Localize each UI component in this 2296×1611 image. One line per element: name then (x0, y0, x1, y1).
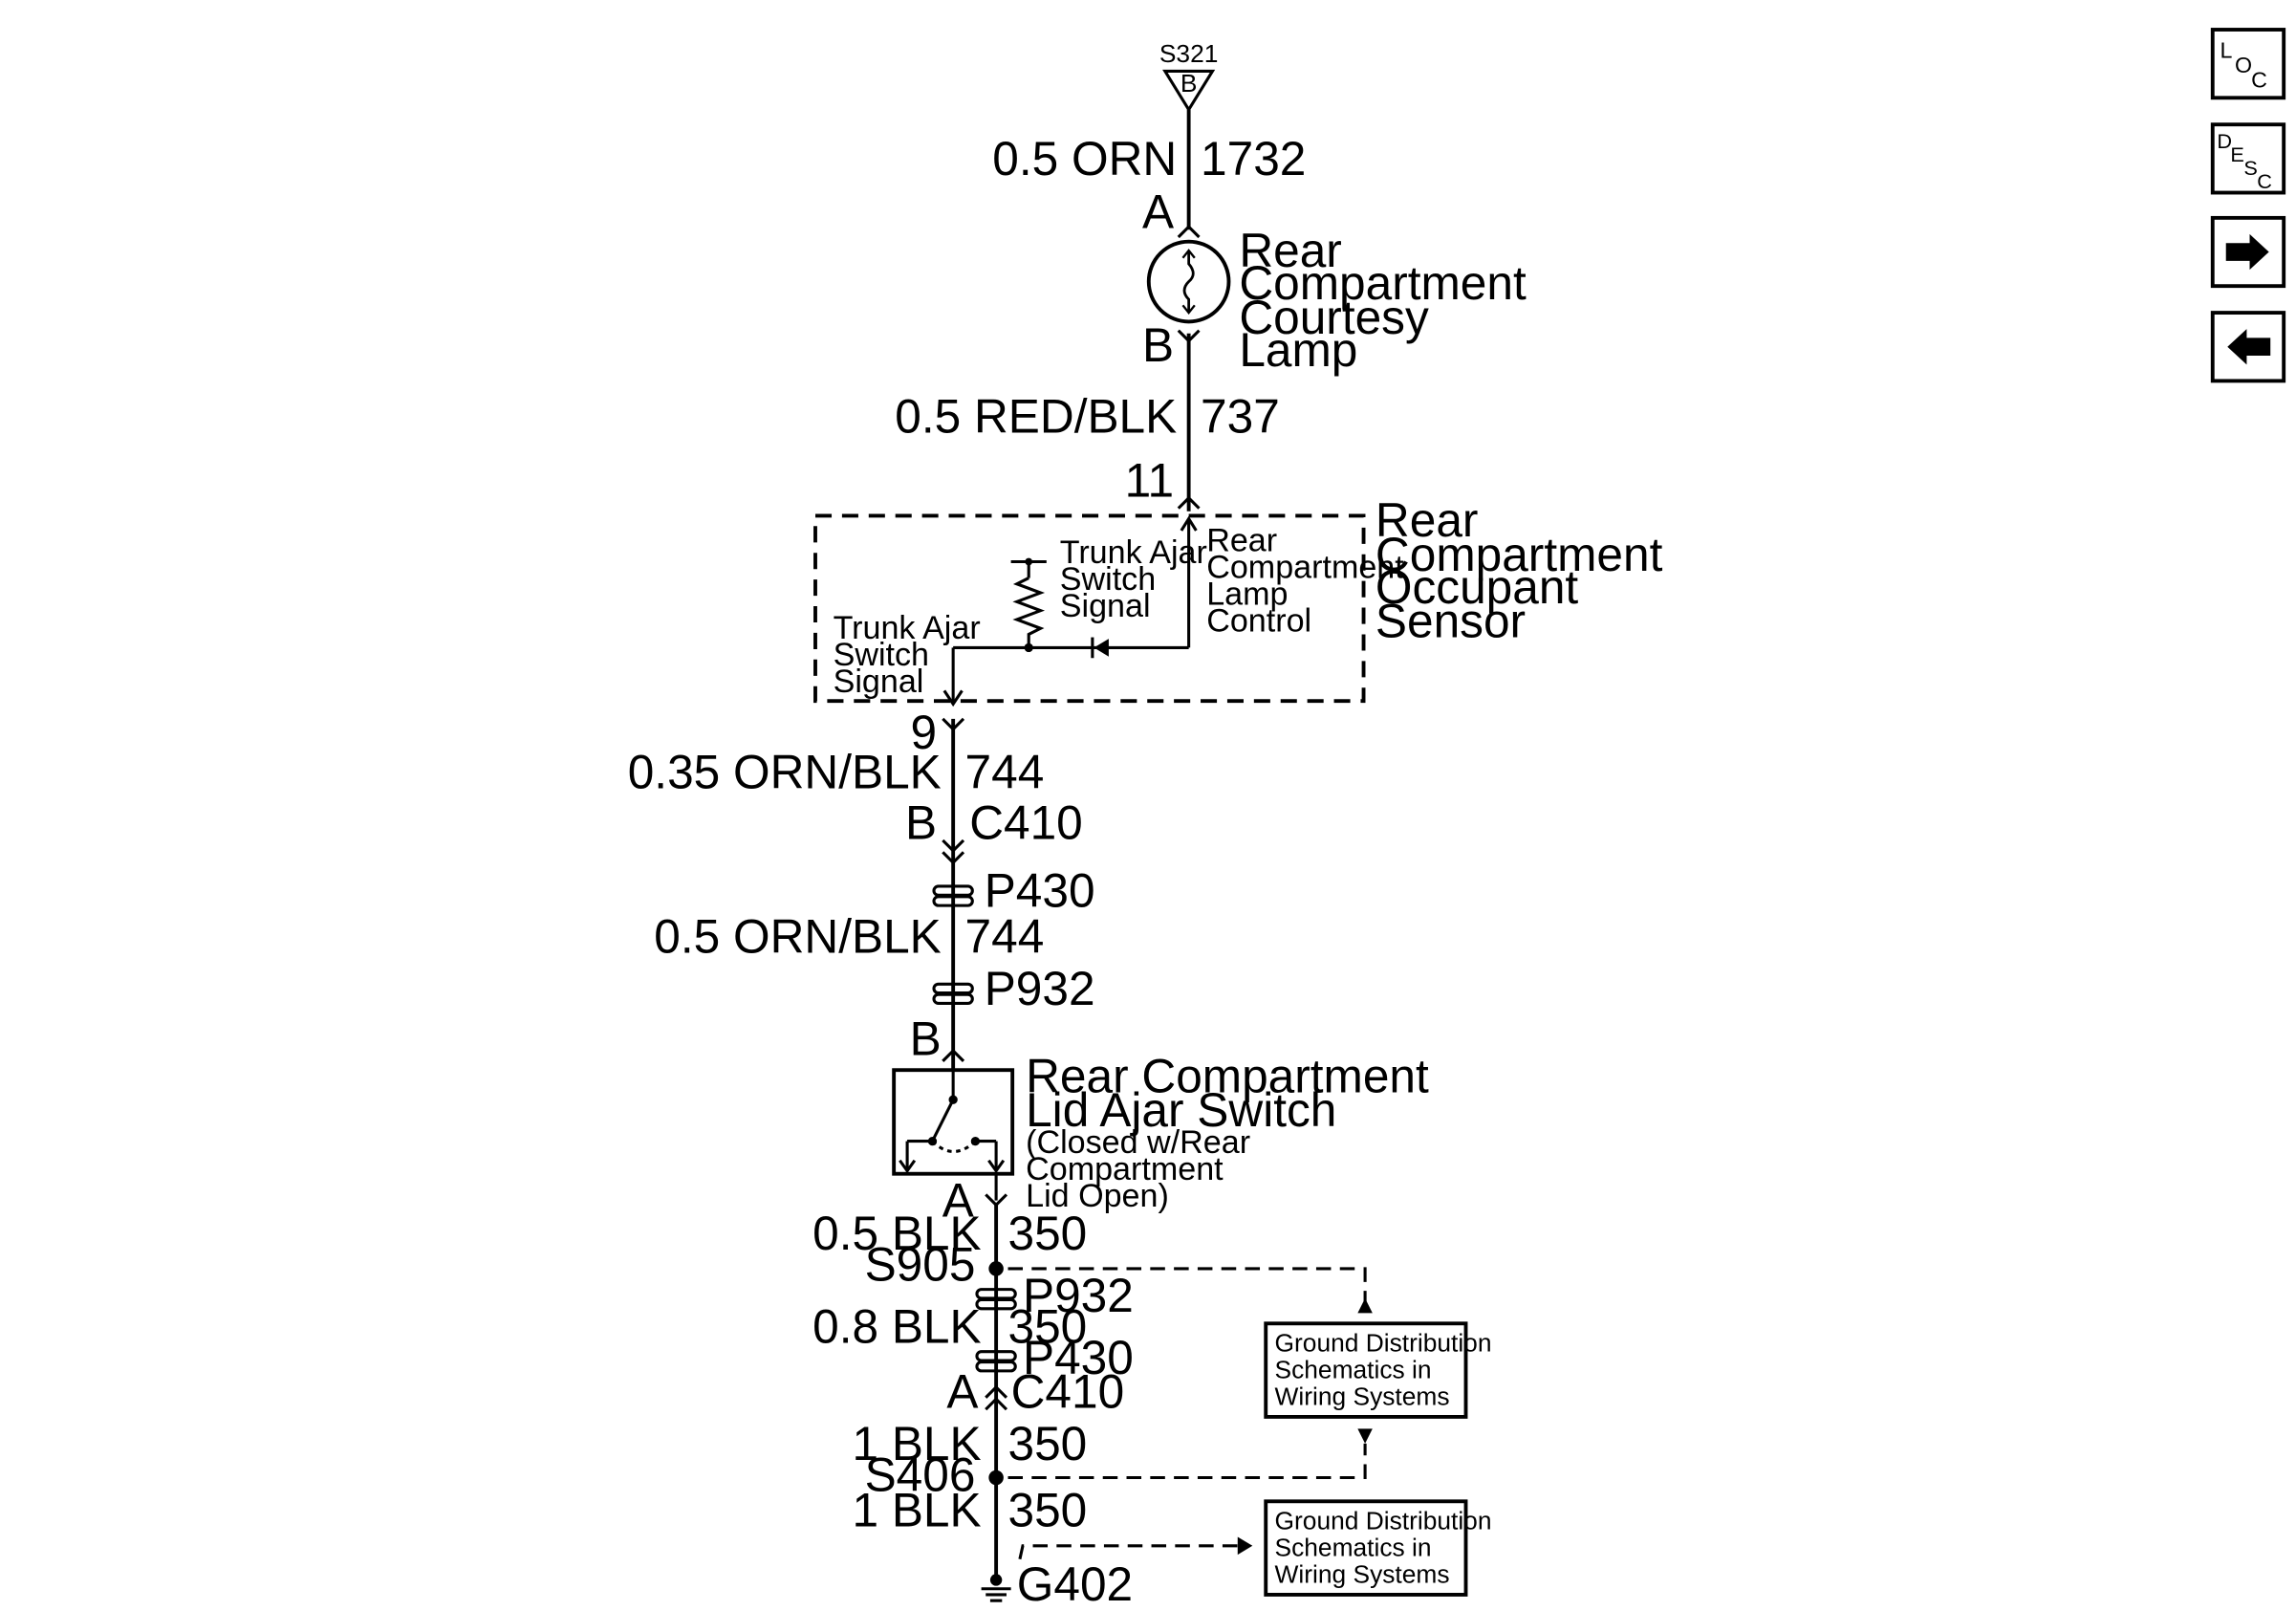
sensor-name-line: Occupant (1375, 560, 1578, 614)
wire-gauge: 0.5 BLK (812, 1207, 981, 1260)
passthrough-id: P430 (985, 864, 1095, 918)
wire-gauge: 0.5 ORN/BLK (654, 910, 941, 964)
lamp-name-line: Courtesy (1239, 291, 1429, 344)
sensor-outline (813, 513, 1366, 704)
wire-circuit: 350 (1008, 1417, 1088, 1470)
connector-id: C410 (969, 795, 1083, 849)
wire-circuit: 744 (965, 746, 1045, 799)
wire-circuit: 350 (1008, 1299, 1088, 1353)
wire-gauge: 0.35 ORN/BLK (628, 746, 942, 799)
splice-s905: S905 (865, 1237, 1373, 1314)
ground-distribution-link-2[interactable]: Ground Distribution Schematics in Wiring… (1264, 1499, 1492, 1597)
passthrough-p932-lower: P932 (975, 1269, 1134, 1322)
ref-box-line: Ground Distribution (1275, 1507, 1492, 1535)
passthrough-id: P932 (1023, 1269, 1134, 1322)
prev-button[interactable] (2210, 311, 2286, 383)
switch-pin-b: B (910, 1012, 942, 1066)
courtesy-lamp: A B Rear Compartment Courtesy Lamp (1142, 185, 1527, 377)
desc-letter: D (2217, 129, 2232, 153)
switch-note-line: Lid Open) (1026, 1178, 1169, 1214)
loc-letter: O (2235, 53, 2252, 77)
lamp-control-label-line: Lamp (1206, 576, 1288, 612)
connector-pin: B (905, 795, 937, 849)
sensor-name-line: Compartment (1375, 528, 1663, 581)
switch-name-line: Rear Compartment (1026, 1049, 1429, 1102)
output-label-line: Trunk Ajar (834, 610, 981, 646)
wire-gauge: 1 BLK (853, 1417, 982, 1470)
ground-g402: G402 (981, 1557, 1133, 1611)
lamp-bulb-icon (1146, 239, 1231, 324)
pullup-label-line: Switch (1060, 561, 1156, 598)
splice-s321: S321 B (1159, 39, 1219, 113)
lamp-name-line: Rear (1239, 224, 1342, 277)
loc-button[interactable]: L O C (2210, 28, 2286, 100)
splice-id: S321 (1159, 39, 1219, 68)
pullup-label-line: Signal (1060, 588, 1151, 624)
wire-circuit: 744 (965, 910, 1045, 964)
loc-letter: L (2220, 37, 2233, 62)
passthrough-p932-upper: P932 (932, 962, 1095, 1015)
output-label-line: Switch (834, 637, 929, 673)
ref-box-line: Schematics in (1275, 1534, 1432, 1562)
desc-button[interactable]: D E S C (2210, 122, 2286, 195)
lamp-pin-a: A (1142, 185, 1174, 239)
lamp-control-label-line: Control (1206, 602, 1311, 639)
lid-ajar-switch: B Rear Compartment Lid Ajar Switch (Clos… (892, 1012, 1429, 1228)
next-button[interactable] (2210, 215, 2286, 289)
output-label-line: Signal (834, 664, 924, 700)
switch-name-line: Lid Ajar Switch (1026, 1083, 1336, 1137)
passthrough-id: P932 (985, 962, 1095, 1015)
switch-pin-a: A (942, 1174, 974, 1228)
ref-box-line: Schematics in (1275, 1356, 1432, 1384)
lamp-name-line: Compartment (1239, 256, 1527, 310)
splice-s406: S406 (865, 1428, 1373, 1501)
passthrough-p430-upper: P430 (932, 864, 1095, 918)
switch-note-line: Compartment (1026, 1151, 1224, 1187)
ref-box-line: Wiring Systems (1275, 1560, 1450, 1589)
loc-letter: C (2251, 67, 2267, 92)
pullup-label-line: Trunk Ajar (1060, 534, 1207, 571)
wire-circuit: 350 (1008, 1207, 1088, 1260)
connector-id: C410 (1011, 1365, 1125, 1419)
lamp-control-label-line: Rear (1206, 523, 1277, 559)
sensor-pin-11: 11 (1125, 453, 1174, 507)
sensor-name-line: Sensor (1375, 595, 1526, 648)
sensor-name-line: Rear (1375, 493, 1479, 547)
connector-pin: A (946, 1365, 978, 1419)
wire-circuit: 737 (1201, 390, 1280, 444)
wire-gauge: 0.8 BLK (812, 1299, 981, 1353)
wire-circuit: 1732 (1201, 132, 1306, 185)
wire-circuit: 350 (1008, 1484, 1088, 1537)
ground-id: G402 (1017, 1557, 1133, 1611)
connector-c410-upper: B C410 (905, 795, 1083, 865)
ref-box-line: Wiring Systems (1275, 1382, 1450, 1411)
passthrough-p430-lower: P430 (975, 1331, 1134, 1384)
switch-note-line: (Closed w/Rear (1026, 1124, 1250, 1161)
lamp-pin-b: B (1142, 318, 1174, 372)
desc-letter: S (2243, 156, 2257, 180)
wire-gauge: 1 BLK (853, 1484, 982, 1537)
ref-box-line: Ground Distribution (1275, 1329, 1492, 1358)
arrow-right-icon (2225, 233, 2269, 271)
desc-letter: C (2257, 169, 2272, 193)
desc-letter: E (2230, 142, 2243, 166)
ground-distribution-link-1[interactable]: Ground Distribution Schematics in Wiring… (1264, 1321, 1492, 1419)
splice-id: S406 (865, 1448, 976, 1501)
passthrough-id: P430 (1023, 1331, 1134, 1384)
sensor-pin-9: 9 (911, 706, 938, 759)
connector-c410-lower: A C410 (946, 1365, 1124, 1419)
occupant-sensor: 11 Trunk Ajar Switch Signal Rear Compart… (813, 453, 1663, 759)
wire-gauge: 0.5 ORN (992, 132, 1177, 185)
lamp-control-label-line: Compartment (1206, 550, 1404, 586)
lamp-name-line: Lamp (1239, 323, 1357, 377)
splice-pin: B (1180, 69, 1198, 98)
splice-id: S905 (865, 1237, 976, 1291)
wire-gauge: 0.5 RED/BLK (895, 390, 1177, 444)
